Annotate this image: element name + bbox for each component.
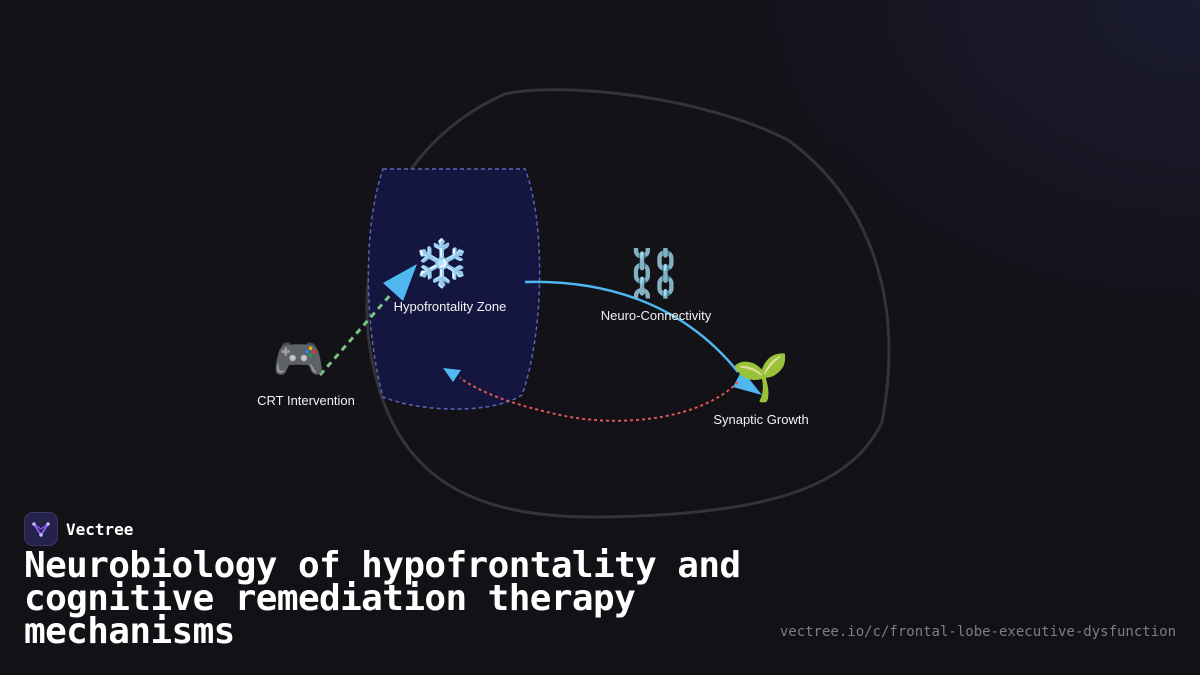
node-label-synaptic-growth: Synaptic Growth [713, 412, 809, 427]
node-label-neuro-connectivity: Neuro-Connectivity [600, 308, 712, 323]
gamepad-icon: 🎮 [272, 334, 326, 383]
page-title: Neurobiology of hypofrontality and cogni… [24, 545, 741, 652]
edge-synaptic-to-hypofrontality [459, 377, 739, 422]
snowflake-icon: ❄️ [413, 236, 471, 290]
edge-synaptic-arrowhead [733, 370, 762, 395]
source-url: vectree.io/c/frontal-lobe-executive-dysf… [779, 624, 1176, 640]
edge-crt-arrowhead [383, 264, 417, 301]
brain-outline [365, 88, 891, 519]
node-label-crt-intervention: CRT Intervention [257, 393, 355, 408]
brand-name: Vectree [66, 519, 134, 539]
brand: Vectree [24, 512, 133, 546]
vectree-logo-icon [24, 512, 58, 546]
node-label-hypofrontality: Hypofrontality Zone [393, 299, 507, 314]
edge-hypofrontality-arrowhead [443, 368, 461, 382]
chain-icon: ⛓️ [625, 246, 683, 300]
hypofrontality-zone-region [367, 168, 541, 410]
edge-hypofrontality-to-synaptic [524, 280, 739, 373]
seedling-icon: 🌱 [732, 350, 790, 404]
edge-crt-to-hypofrontality [318, 292, 394, 376]
